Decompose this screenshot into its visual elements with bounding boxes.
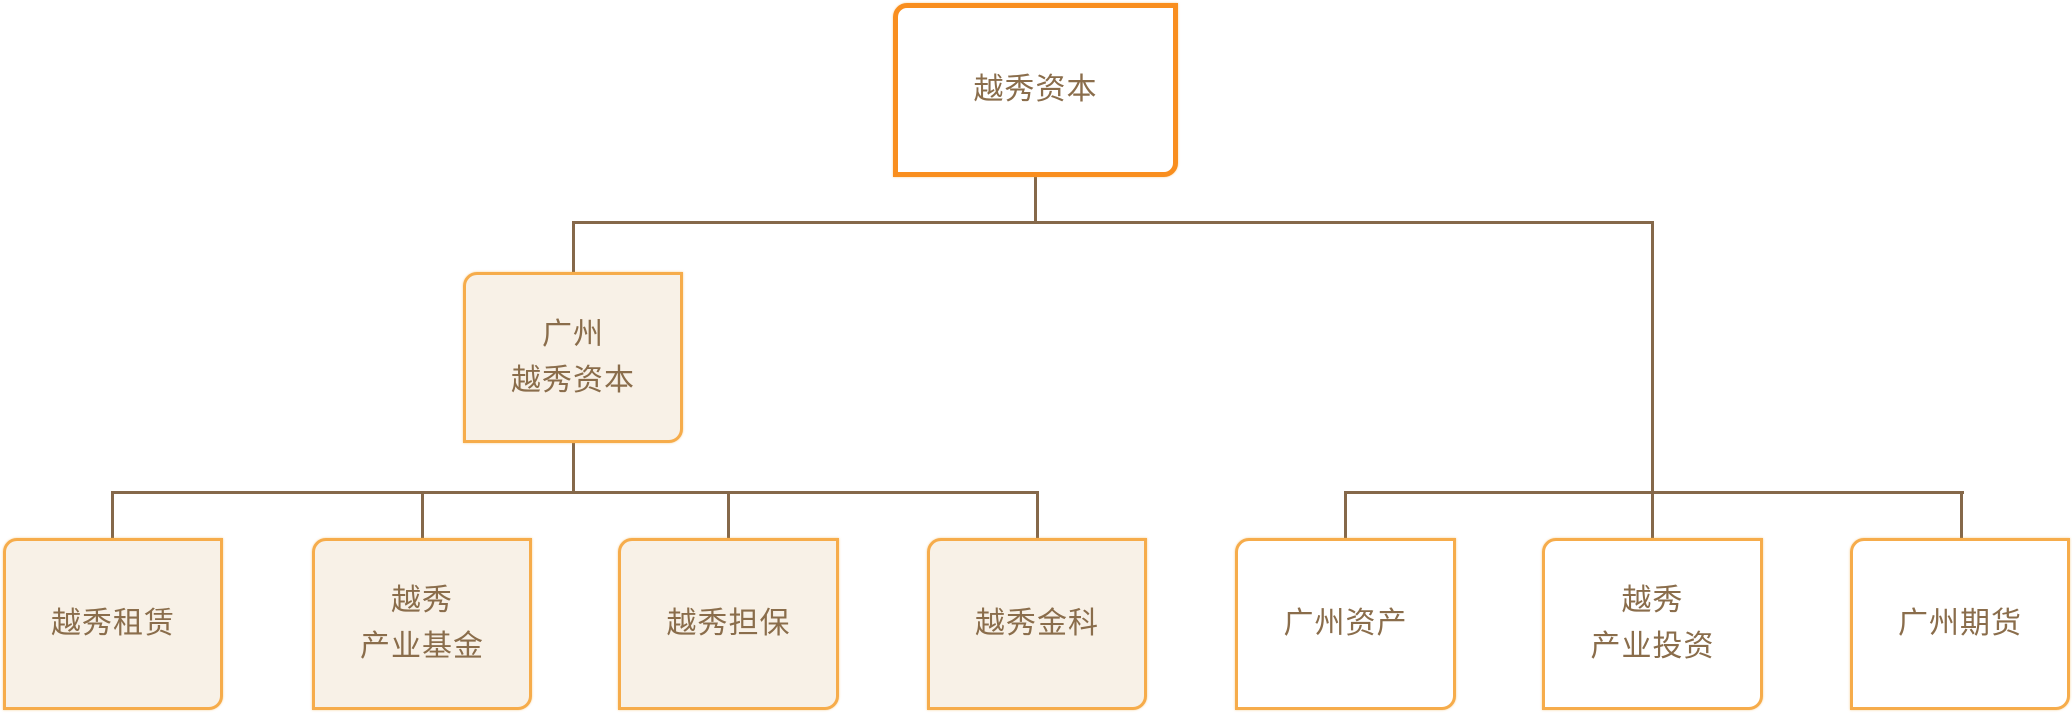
connector-right-feed [1651,221,1654,538]
connector-stub-yuexiu-guarantee [727,491,730,539]
node-label: 越秀 [391,584,453,617]
node-label: 产业基金 [360,630,484,663]
node-label: 产业投资 [1590,630,1715,663]
node-label: 广州期货 [1898,607,2022,640]
connector-right-rail [1344,491,1964,494]
connector-stub-guangzhou-futures [1960,491,1963,539]
connector-stub-guangzhou-asset [1344,491,1347,539]
node-label: 越秀 [1621,584,1684,617]
node-label: 越秀金科 [975,607,1099,640]
org-node-guangzhou-asset: 广州资产 [1235,538,1456,710]
connector-l2-drop [572,443,575,494]
node-label: 广州资产 [1283,607,1408,640]
org-node-yuexiu-capital: 越秀资本 [893,3,1178,177]
connector-l2-feed [572,221,575,272]
org-node-guangzhou-yuexiu-capital: 广州 越秀资本 [463,272,683,443]
connector-stub-yuexiu-fintech [1036,491,1039,539]
node-label: 广州 [542,317,604,351]
connector-stub-yuexiu-leasing [111,491,114,539]
node-label: 越秀资本 [511,363,635,397]
org-node-yuexiu-guarantee: 越秀担保 [618,538,839,710]
node-label: 越秀租赁 [51,607,175,640]
connector-stub-yuexiu-industrial-fund [421,491,424,539]
connector-top-rail [572,221,1654,224]
org-node-guangzhou-futures: 广州期货 [1850,538,2070,710]
node-label: 越秀担保 [666,607,791,640]
org-node-yuexiu-industrial-fund: 越秀 产业基金 [312,538,532,710]
connector-root-drop [1034,177,1037,223]
org-node-yuexiu-leasing: 越秀租赁 [3,538,223,710]
org-node-yuexiu-industrial-investment: 越秀 产业投资 [1542,538,1763,710]
org-node-yuexiu-fintech: 越秀金科 [927,538,1147,710]
node-label: 越秀资本 [973,73,1098,106]
connector-left-rail [111,491,1039,494]
